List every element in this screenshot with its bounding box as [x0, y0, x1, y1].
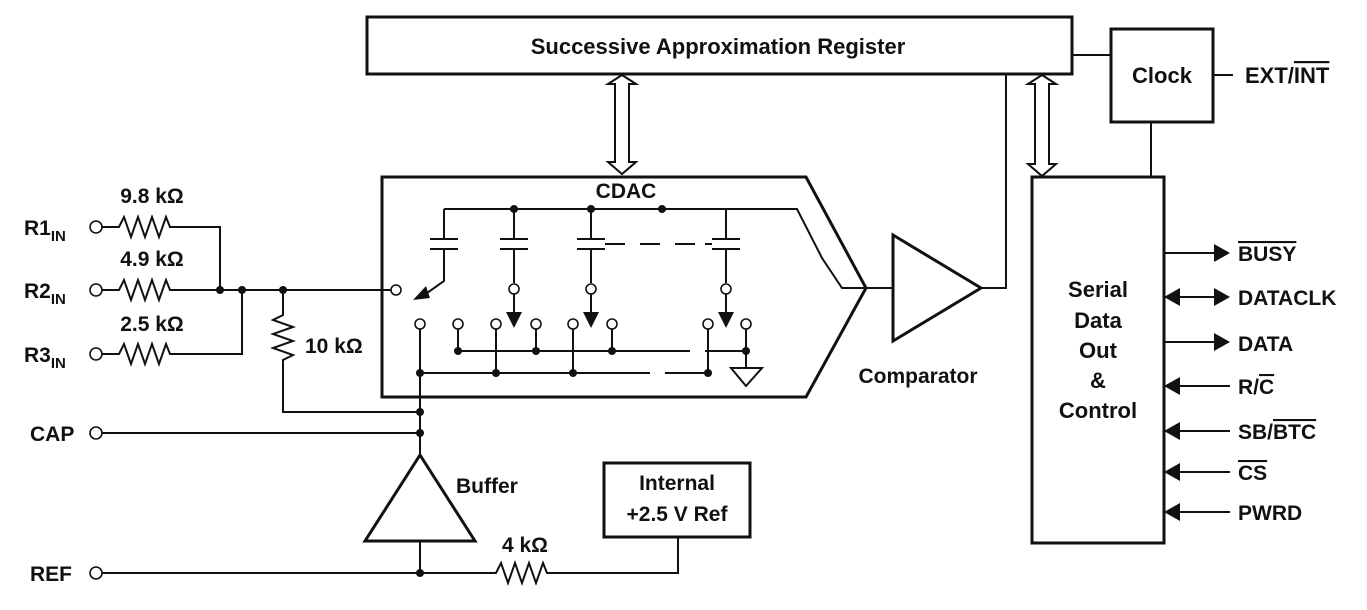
serial-label-3: Out	[1079, 338, 1118, 363]
junction-dot	[532, 347, 540, 355]
cap-pin-icon	[89, 426, 103, 440]
serial-label-1: Serial	[1068, 277, 1128, 302]
sar-block	[365, 15, 1074, 76]
r3-in-pin-icon	[89, 347, 103, 361]
dataclk-left-arrow-icon	[1164, 288, 1180, 306]
serial-control-block	[1030, 175, 1166, 545]
switch-arrow-icon	[583, 312, 599, 328]
pwrd-arrow-icon	[1164, 503, 1180, 521]
busy-pin: BUSY	[1238, 243, 1296, 266]
busy-arrow-icon	[1214, 244, 1230, 262]
r3-pin-subscript: IN	[51, 355, 66, 372]
r1-in-pin-icon	[89, 220, 103, 234]
switch-contact	[490, 318, 502, 330]
r1-pin: R1IN	[24, 217, 66, 245]
buffer-label: Buffer	[456, 475, 518, 498]
r2-pin-subscript: IN	[51, 291, 66, 308]
vref-bus	[419, 329, 709, 374]
comparator-triangle	[891, 232, 984, 344]
cdac-input-node	[390, 284, 402, 296]
r1-resistor	[102, 213, 221, 290]
junction-dot	[238, 286, 246, 294]
cdac-label: CDAC	[596, 180, 657, 203]
ref-resistor-value: 4 kΩ	[502, 534, 548, 557]
shunt-value: 10 kΩ	[305, 335, 363, 358]
r3-value: 2.5 kΩ	[120, 313, 184, 336]
switch-node	[720, 283, 732, 295]
cap-pin: CAP	[30, 423, 74, 446]
comparator-sar-wire	[981, 74, 1007, 289]
data-arrow-icon	[1214, 333, 1230, 351]
r2-value: 4.9 kΩ	[120, 248, 184, 271]
rc-overbar-text: C	[1259, 376, 1274, 399]
ref-pin: REF	[30, 563, 72, 586]
cs-pin: CS	[1238, 462, 1267, 485]
serial-label-4: &	[1090, 368, 1106, 393]
sbbtc-overbar-text: BTC	[1273, 421, 1316, 444]
ref-pin-icon	[89, 566, 103, 580]
r2-in-pin-icon	[89, 283, 103, 297]
switch-contact	[606, 318, 618, 330]
switch-contact	[452, 318, 464, 330]
switch-wires	[513, 294, 727, 312]
pwrd-pin: PWRD	[1238, 502, 1302, 525]
capacitor-3	[577, 209, 605, 283]
ground-bus	[457, 329, 747, 352]
switch-arrow-icon	[506, 312, 522, 328]
sbbtc-pin: SB/BTC	[1238, 421, 1316, 444]
clock-block	[1109, 27, 1215, 124]
cs-arrow-icon	[1164, 463, 1180, 481]
ext-int-overbar-text: INT	[1294, 63, 1330, 88]
junction-dot	[492, 369, 500, 377]
switch-contact	[740, 318, 752, 330]
sar-cdac-bus-arrow	[604, 73, 640, 176]
rc-pin: R/C	[1238, 376, 1274, 399]
ext-int-pin: EXT/INT	[1245, 63, 1330, 88]
comparator-label: Comparator	[858, 365, 977, 388]
internal-ref-block	[602, 461, 752, 539]
ground-icon	[728, 351, 765, 388]
internal-ref-label-2: +2.5 V Ref	[627, 503, 729, 526]
serial-label-5: Control	[1059, 398, 1137, 423]
data-pin: DATA	[1238, 333, 1293, 356]
switch-node	[585, 283, 597, 295]
sar-serial-bus-arrow	[1024, 73, 1060, 178]
shunt-resistor	[269, 290, 420, 413]
junction-dot	[704, 369, 712, 377]
capacitor-1	[419, 209, 458, 299]
junction-dot	[658, 205, 666, 213]
r2-pin: R2IN	[24, 280, 66, 308]
junction-dot	[569, 369, 577, 377]
dataclk-pin: DATACLK	[1238, 287, 1336, 310]
rc-arrow-icon	[1164, 377, 1180, 395]
r1-value: 9.8 kΩ	[120, 185, 184, 208]
r3-resistor	[102, 290, 243, 368]
switch-arrow-icon	[413, 286, 430, 300]
switch-contact	[530, 318, 542, 330]
r2-resistor	[102, 276, 391, 304]
switch-contact	[414, 318, 426, 330]
junction-dot	[608, 347, 616, 355]
junction-dot	[216, 286, 224, 294]
junction-dot	[454, 347, 462, 355]
r3-pin: R3IN	[24, 344, 66, 372]
switch-contact	[702, 318, 714, 330]
ref-resistor	[102, 537, 679, 587]
dataclk-right-arrow-icon	[1214, 288, 1230, 306]
switch-arrow-icon	[718, 312, 734, 328]
junction-dot	[416, 408, 424, 416]
buffer-triangle	[362, 452, 478, 543]
r1-pin-subscript: IN	[51, 228, 66, 245]
switch-node	[508, 283, 520, 295]
clock-label: Clock	[1132, 63, 1193, 88]
switch-contact	[567, 318, 579, 330]
capacitor-n	[712, 209, 740, 283]
sar-label: Successive Approximation Register	[531, 34, 906, 59]
internal-ref-label-1: Internal	[639, 472, 715, 495]
cdac-top-bus	[444, 208, 893, 289]
capacitor-2	[500, 209, 528, 283]
serial-label-2: Data	[1074, 308, 1122, 333]
sbbtc-arrow-icon	[1164, 422, 1180, 440]
